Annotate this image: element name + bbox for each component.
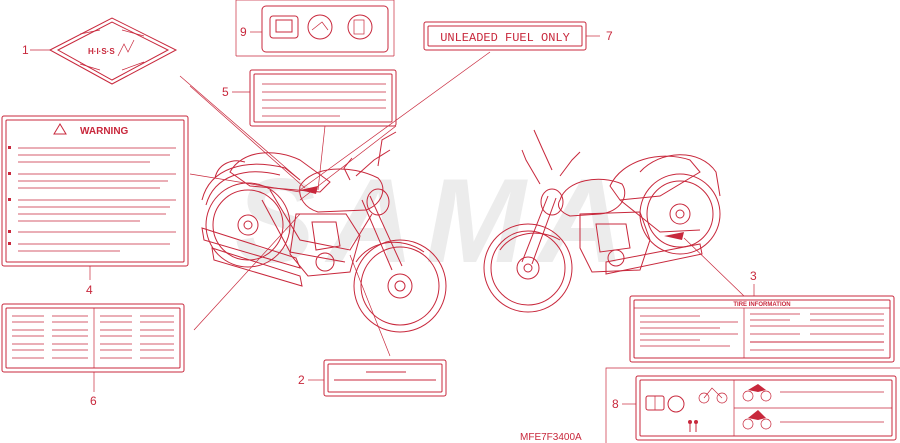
callout-3: 3: [750, 269, 757, 283]
callout-9: 9: [240, 25, 247, 39]
diagram-code: MFE7F3400A: [520, 432, 582, 443]
label-7-unleaded-fuel: UNLEADED FUEL ONLY 7: [423, 21, 613, 51]
label-6-right-lines: [100, 315, 174, 359]
hiss-text: H·I·S·S: [88, 47, 115, 56]
label-3-tire-information: 3 TIRE INFORMATION: [629, 269, 895, 363]
callout-2: 2: [298, 373, 305, 387]
motorcycle-left: [201, 131, 447, 333]
label-6-tables: 6: [1, 303, 185, 408]
fuel-label-text: UNLEADED FUEL ONLY: [440, 31, 570, 45]
leader-lines: [179, 51, 745, 357]
label-8-load-info: 8: [605, 367, 900, 443]
callout-8: 8: [612, 397, 619, 411]
label-6-left-lines: [12, 315, 88, 359]
tire-info-title: TIRE INFORMATION: [733, 302, 790, 308]
label-2-plate: 2: [298, 359, 447, 397]
callout-5: 5: [222, 85, 229, 99]
motorcycle-right: [483, 129, 721, 313]
label-5-caution: 5: [222, 69, 397, 127]
callout-6: 6: [90, 394, 97, 408]
label-9-fuel-icons: 9: [235, 0, 395, 57]
warning-title: WARNING: [80, 126, 129, 137]
label-1-hiss-emblem: 1 H·I·S·S: [22, 17, 178, 85]
callout-4: 4: [86, 283, 93, 297]
callout-1: 1: [22, 43, 29, 57]
label-4-warning: WARNING 4: [1, 115, 189, 297]
callout-7: 7: [606, 29, 613, 43]
